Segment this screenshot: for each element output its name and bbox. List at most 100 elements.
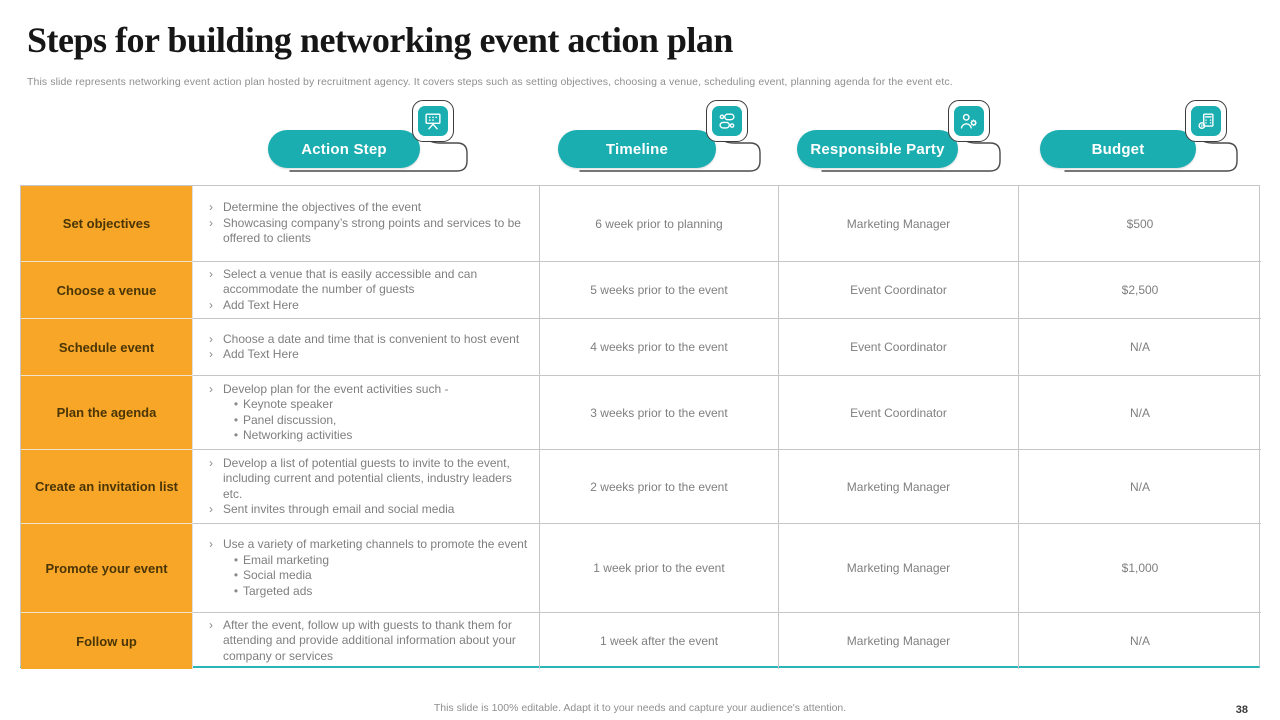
bullet-marker: › <box>209 617 213 632</box>
bullet-text: Sent invites through email and social me… <box>223 502 455 516</box>
sub-bullet-marker: • <box>233 412 239 427</box>
bullet-item: ›Add Text Here <box>199 347 529 363</box>
column-header-budget: Budget <box>1040 98 1252 182</box>
sub-bullet-text: Social media <box>243 568 312 582</box>
bullet-marker: › <box>209 266 213 281</box>
sub-bullet-item: •Keynote speaker <box>199 397 529 413</box>
responsible-cell: Marketing Manager <box>779 613 1019 669</box>
connector-line <box>289 138 468 172</box>
sub-bullet-item: • Panel discussion, <box>199 413 529 429</box>
sub-bullet-text: Email marketing <box>243 552 330 567</box>
footer-note: This slide is 100% editable. Adapt it to… <box>433 702 847 714</box>
timeline-cell: 1 week after the event <box>540 613 779 669</box>
step-cell: Create an invitation list <box>21 450 193 524</box>
connector-line <box>1064 138 1238 172</box>
sub-bullet-item: • Networking activities <box>199 428 529 444</box>
bullet-text: Develop a list of potential guests to in… <box>223 455 512 501</box>
header-pill-budget: Budget <box>1040 130 1196 168</box>
bullet-item: › Showcasing company’s strong points and … <box>199 216 529 247</box>
header-pill-timeline: Timeline <box>558 130 716 168</box>
presentation-board-icon <box>412 100 454 142</box>
connector-line <box>821 138 1001 172</box>
bullet-item: ›Add Text Here <box>199 298 529 314</box>
responsible-cell: Marketing Manager <box>779 524 1019 613</box>
process-flow-icon <box>706 100 748 142</box>
bullet-text: Showcasing company’s strong points and s… <box>223 215 521 246</box>
column-header-action-step: Action Step <box>268 98 480 182</box>
bullet-marker: › <box>209 200 213 215</box>
header-pill-action-step: Action Step <box>268 130 420 168</box>
bullet-text: Select a venue that is easily accessible… <box>223 266 478 297</box>
details-cell: › Determine the objectives of the event › S… <box>193 186 540 262</box>
details-cell: › Develop plan for the event activities s… <box>193 376 540 450</box>
budget-cell: $2,500 <box>1019 262 1261 319</box>
bullet-item: › Choose a date and time that is convenie… <box>199 332 529 348</box>
bullet-marker: › <box>209 331 213 346</box>
bullet-marker: › <box>209 347 213 361</box>
bullet-marker: › <box>209 381 213 396</box>
bullet-text: Choose a date and time that is convenien… <box>223 331 520 346</box>
page-number: 38 <box>1235 704 1248 716</box>
responsible-cell: Marketing Manager <box>779 450 1019 524</box>
timeline-cell: 5 weeks prior to the event <box>540 262 779 319</box>
details-cell: › Develop a list of potential guests to i… <box>193 450 540 524</box>
budget-cell: N/A <box>1019 376 1261 450</box>
icon-tile <box>1191 106 1221 136</box>
slide-subtitle: This slide represents networking event a… <box>27 76 953 88</box>
bullet-item: › Develop a list of potential guests to i… <box>199 456 529 503</box>
step-cell: Choose a venue <box>21 262 193 319</box>
calculator-money-icon <box>1185 100 1227 142</box>
budget-cell: $500 <box>1019 186 1261 262</box>
sub-bullet-marker: • <box>233 583 239 598</box>
icon-tile <box>712 106 742 136</box>
bullet-item: › Determine the objectives of the event <box>199 200 529 216</box>
step-cell: Promote your event <box>21 524 193 613</box>
page-title: Steps for building networking event acti… <box>27 20 733 60</box>
sub-bullet-text: Panel discussion, <box>243 412 337 427</box>
bullet-text: Develop plan for the event activities su… <box>223 381 449 396</box>
responsible-cell: Event Coordinator <box>779 262 1019 319</box>
sub-bullet-text: Targeted ads <box>243 583 313 598</box>
step-cell: Set objectives <box>21 186 193 262</box>
icon-tile <box>954 106 984 136</box>
bullet-marker: › <box>209 455 213 470</box>
sub-bullet-text: Networking activities <box>243 428 353 442</box>
responsible-cell: Marketing Manager <box>779 186 1019 262</box>
step-cell: Plan the agenda <box>21 376 193 450</box>
bullet-text: Add Text Here <box>223 297 299 312</box>
header-pill-label: Timeline <box>605 140 669 158</box>
details-cell: › After the event, follow up with guests … <box>193 613 540 669</box>
action-plan-table: Set objectives › Determine the objectives … <box>20 185 1261 669</box>
details-cell: ›Use a variety of marketing channels to … <box>193 524 540 613</box>
sub-bullet-item: •Email marketing <box>199 553 529 569</box>
bullet-item: › Select a venue that is easily accessibl… <box>199 267 529 298</box>
bullet-item: › Develop plan for the event activities s… <box>199 382 529 398</box>
timeline-cell: 2 weeks prior to the event <box>540 450 779 524</box>
budget-cell: $1,000 <box>1019 524 1261 613</box>
sub-bullet-marker: • <box>233 568 239 582</box>
budget-cell: N/A <box>1129 634 1150 648</box>
header-pill-responsible-party: Responsible Party <box>797 130 958 168</box>
budget-cell: N/A <box>1019 319 1261 376</box>
bullet-text: After the event, follow up with guests t… <box>223 617 516 663</box>
icon-tile <box>418 106 448 136</box>
bullet-text: Determine the objectives of the event <box>223 200 422 215</box>
budget-cell: N/A <box>1019 450 1261 524</box>
bullet-item: ›Use a variety of marketing channels to … <box>199 537 529 553</box>
sub-bullet-text: Keynote speaker <box>243 397 334 411</box>
bullet-marker: › <box>209 215 213 230</box>
header-pill-label: Action Step <box>301 140 387 158</box>
timeline-cell: 1 week prior to the event <box>540 524 779 613</box>
header-pill-label: Budget <box>1091 140 1145 158</box>
details-cell: › Choose a date and time that is convenie… <box>193 319 540 376</box>
bullet-item: ›Sent invites through email and social m… <box>199 502 529 518</box>
responsible-cell: Event Coordinator <box>779 376 1019 450</box>
details-cell: › Select a venue that is easily accessibl… <box>193 262 540 319</box>
step-cell: Follow up <box>21 613 193 669</box>
timeline-cell: 4 weeks prior to the event <box>540 319 779 376</box>
connector-line <box>579 138 761 172</box>
sub-bullet-marker: • <box>233 428 239 442</box>
column-header-timeline: Timeline <box>558 98 770 182</box>
timeline-cell: 6 week prior to planning <box>540 186 779 262</box>
